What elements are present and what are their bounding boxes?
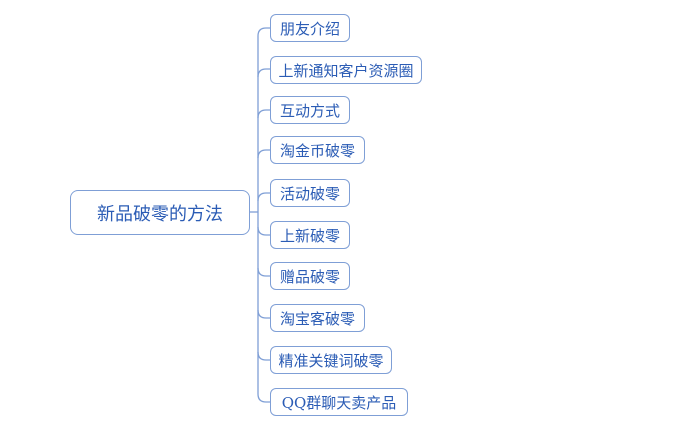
connector-group bbox=[250, 27, 270, 403]
node-taojinbi-breakthrough[interactable]: 淘金币破零 bbox=[270, 136, 365, 164]
branch-connector bbox=[257, 351, 270, 361]
branch-connector bbox=[257, 267, 270, 277]
topic-label: 淘宝客破零 bbox=[279, 309, 355, 328]
root-topic-node[interactable]: 新品破零的方法 bbox=[70, 190, 250, 235]
topic-label: 精准关键词破零 bbox=[278, 351, 384, 370]
node-new-arrival-breakthrough[interactable]: 上新破零 bbox=[270, 221, 350, 249]
node-qq-group-chat-selling[interactable]: QQ群聊天卖产品 bbox=[270, 388, 408, 416]
branch-connector bbox=[257, 192, 270, 202]
topic-label: QQ群聊天卖产品 bbox=[281, 393, 397, 412]
topic-label: 上新通知客户资源圈 bbox=[278, 61, 414, 80]
branch-connector bbox=[257, 109, 270, 119]
topic-label: 朋友介绍 bbox=[279, 19, 340, 38]
topic-label: 赠品破零 bbox=[279, 267, 340, 286]
branch-connector bbox=[257, 149, 270, 159]
branch-connector bbox=[257, 226, 270, 236]
node-freebie-breakthrough[interactable]: 赠品破零 bbox=[270, 262, 350, 290]
root-topic-label: 新品破零的方法 bbox=[97, 203, 223, 225]
trunk-line bbox=[257, 27, 270, 403]
node-friend-referral[interactable]: 朋友介绍 bbox=[270, 14, 350, 42]
node-new-arrival-customer-notice[interactable]: 上新通知客户资源圈 bbox=[270, 56, 422, 84]
node-interaction-method[interactable]: 互动方式 bbox=[270, 96, 350, 124]
node-precise-keyword-breakthrough[interactable]: 精准关键词破零 bbox=[270, 346, 392, 374]
branch-connector bbox=[257, 68, 270, 78]
topic-label: 上新破零 bbox=[279, 226, 340, 245]
topic-label: 互动方式 bbox=[279, 101, 340, 120]
node-activity-breakthrough[interactable]: 活动破零 bbox=[270, 179, 350, 207]
topic-label: 淘金币破零 bbox=[279, 141, 355, 160]
node-taobaoke-breakthrough[interactable]: 淘宝客破零 bbox=[270, 304, 365, 332]
branch-connector bbox=[257, 309, 270, 319]
topic-label: 活动破零 bbox=[279, 184, 340, 203]
